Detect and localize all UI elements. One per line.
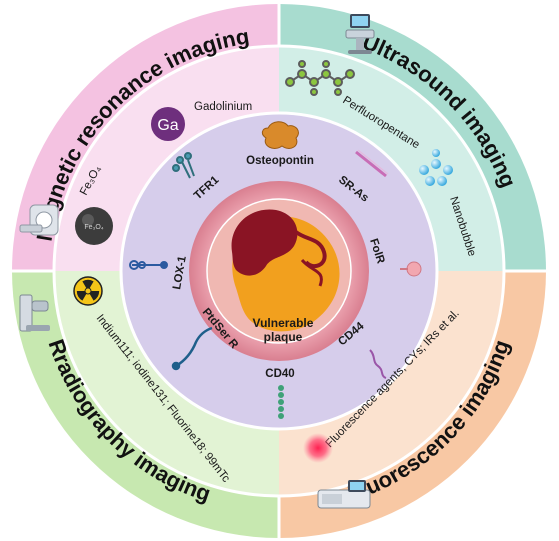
plaque-fissure: [300, 258, 323, 287]
target-lox1: LOX-1: [171, 254, 189, 290]
necrotic-core: [231, 209, 298, 276]
receptor-icon: [261, 121, 299, 149]
ga-symbol: Ga: [157, 117, 178, 134]
receptor-icon: [400, 261, 422, 277]
plaque-fissure: [294, 230, 327, 269]
glow-dot-icon: [303, 433, 333, 463]
receptor-icon: [278, 385, 284, 419]
receptor-icon: [129, 260, 168, 270]
gadolinium-label: Gadolinium: [194, 101, 252, 113]
radiation-icon: [73, 276, 103, 306]
receptor-icon: [172, 152, 195, 179]
target-osteopontin: Osteopontin: [246, 155, 314, 167]
bubbles-icon: [419, 149, 453, 186]
molecule-chain-icon: [285, 60, 355, 96]
center-label-line1: Vulnerable: [253, 316, 314, 330]
mri-scanner-icon: [19, 204, 59, 236]
imaging-device-icon: [317, 480, 371, 509]
ultrasound-machine-icon: [345, 14, 375, 54]
receptor-icon: [369, 349, 387, 379]
center-label-line2: plaque: [264, 330, 303, 344]
target-cd40: CD40: [265, 368, 294, 380]
receptor-icon: [355, 149, 389, 178]
receptor-icon: [171, 326, 213, 371]
xray-machine-icon: [19, 294, 50, 332]
fe3o4-particle-icon: Fe₃O₄: [75, 207, 113, 245]
ga-badge-icon: Ga: [151, 107, 185, 141]
fe3o4-particle-label: Fe₃O₄: [84, 224, 103, 231]
